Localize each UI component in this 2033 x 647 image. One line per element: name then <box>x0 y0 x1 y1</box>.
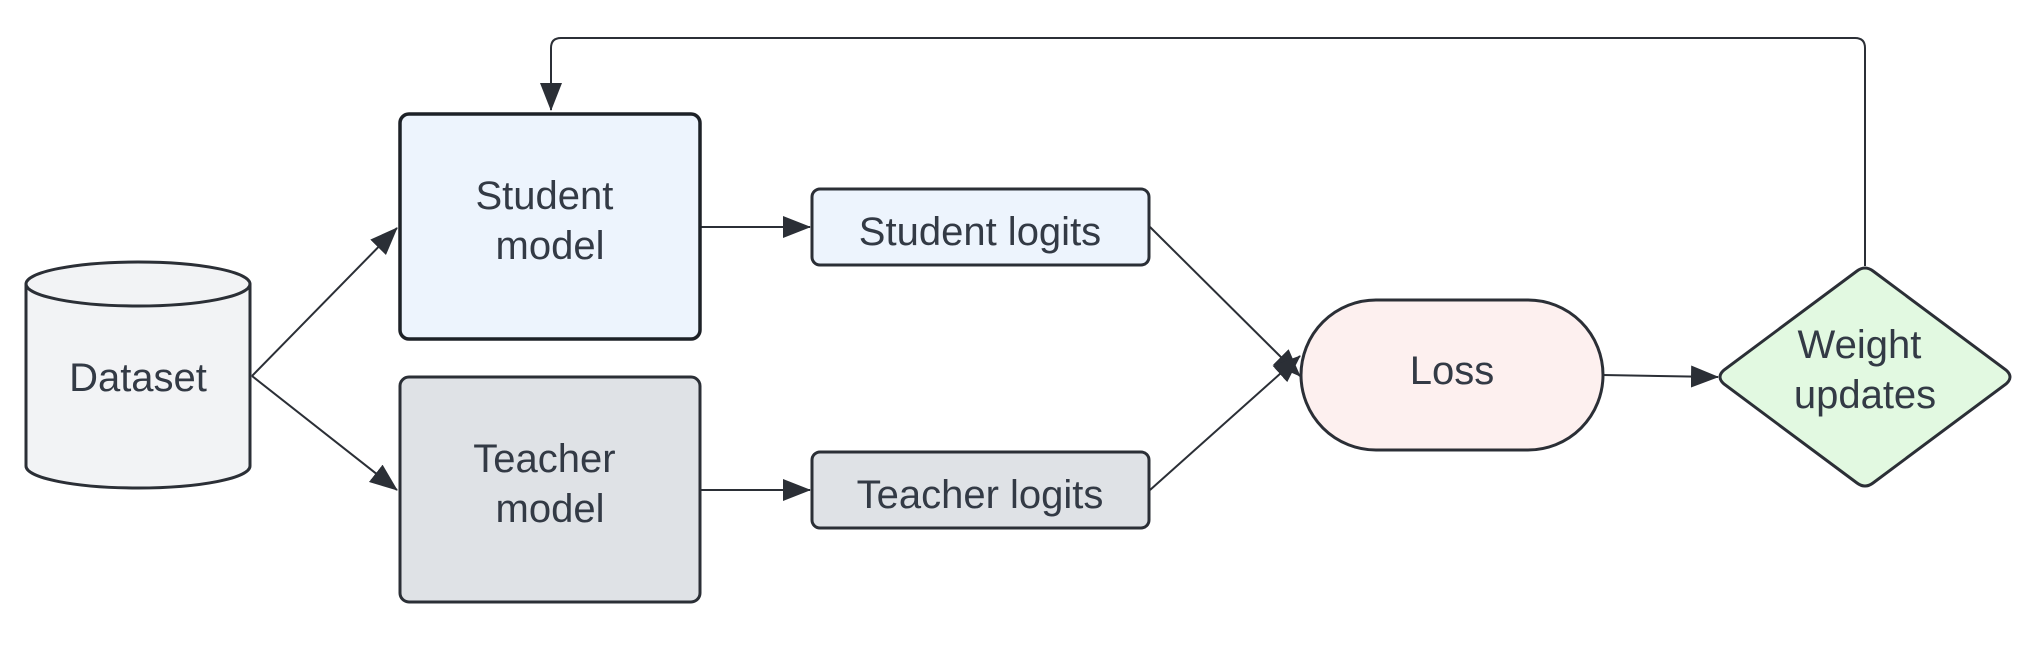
weight-updates-node: Weight updates <box>1718 266 2012 488</box>
edge-weight-updates-to-student-model <box>540 37 1866 266</box>
loss-node: Loss <box>1299 298 1605 452</box>
student-logits-label: Student logits <box>859 210 1101 254</box>
teacher-model-label-line1: Teacher <box>473 437 615 481</box>
teacher-logits-node: Teacher logits <box>810 450 1151 530</box>
teacher-model-label-line2: model <box>496 487 605 531</box>
weight-updates-diamond <box>1718 266 2012 488</box>
teacher-model-label: Teacher model <box>473 437 626 531</box>
dataset-cylinder-body <box>24 284 252 490</box>
edge-dataset-to-teacher-model <box>251 375 398 491</box>
edge-student-logits-to-loss <box>1149 226 1301 377</box>
edge-loss-to-weight-updates <box>1602 365 1719 388</box>
edge-teacher-logits-to-loss <box>1149 355 1301 491</box>
weight-updates-label-line2: updates <box>1794 373 1936 417</box>
student-logits-box <box>810 187 1151 267</box>
student-model-label: Student model <box>475 174 624 268</box>
teacher-logits-box <box>810 450 1151 530</box>
student-model-label-line2: model <box>496 224 605 268</box>
loss-box <box>1299 298 1605 452</box>
student-model-label-line1: Student <box>475 174 613 218</box>
edge-dataset-to-student-model <box>251 227 398 377</box>
loss-label: Loss <box>1410 349 1495 393</box>
weight-updates-label-line1: Weight <box>1798 323 1922 367</box>
student-model-box <box>398 112 702 341</box>
dataset-node: Dataset <box>24 260 252 490</box>
weight-updates-label: Weight updates <box>1794 323 1936 417</box>
student-model-node: Student model <box>398 112 702 341</box>
teacher-model-node: Teacher model <box>398 375 702 604</box>
teacher-logits-label: Teacher logits <box>857 473 1104 517</box>
dataset-cylinder-top <box>24 260 252 308</box>
student-logits-node: Student logits <box>810 187 1151 267</box>
teacher-model-box <box>398 375 702 604</box>
dataset-label: Dataset <box>69 356 207 400</box>
edges <box>251 37 1866 501</box>
